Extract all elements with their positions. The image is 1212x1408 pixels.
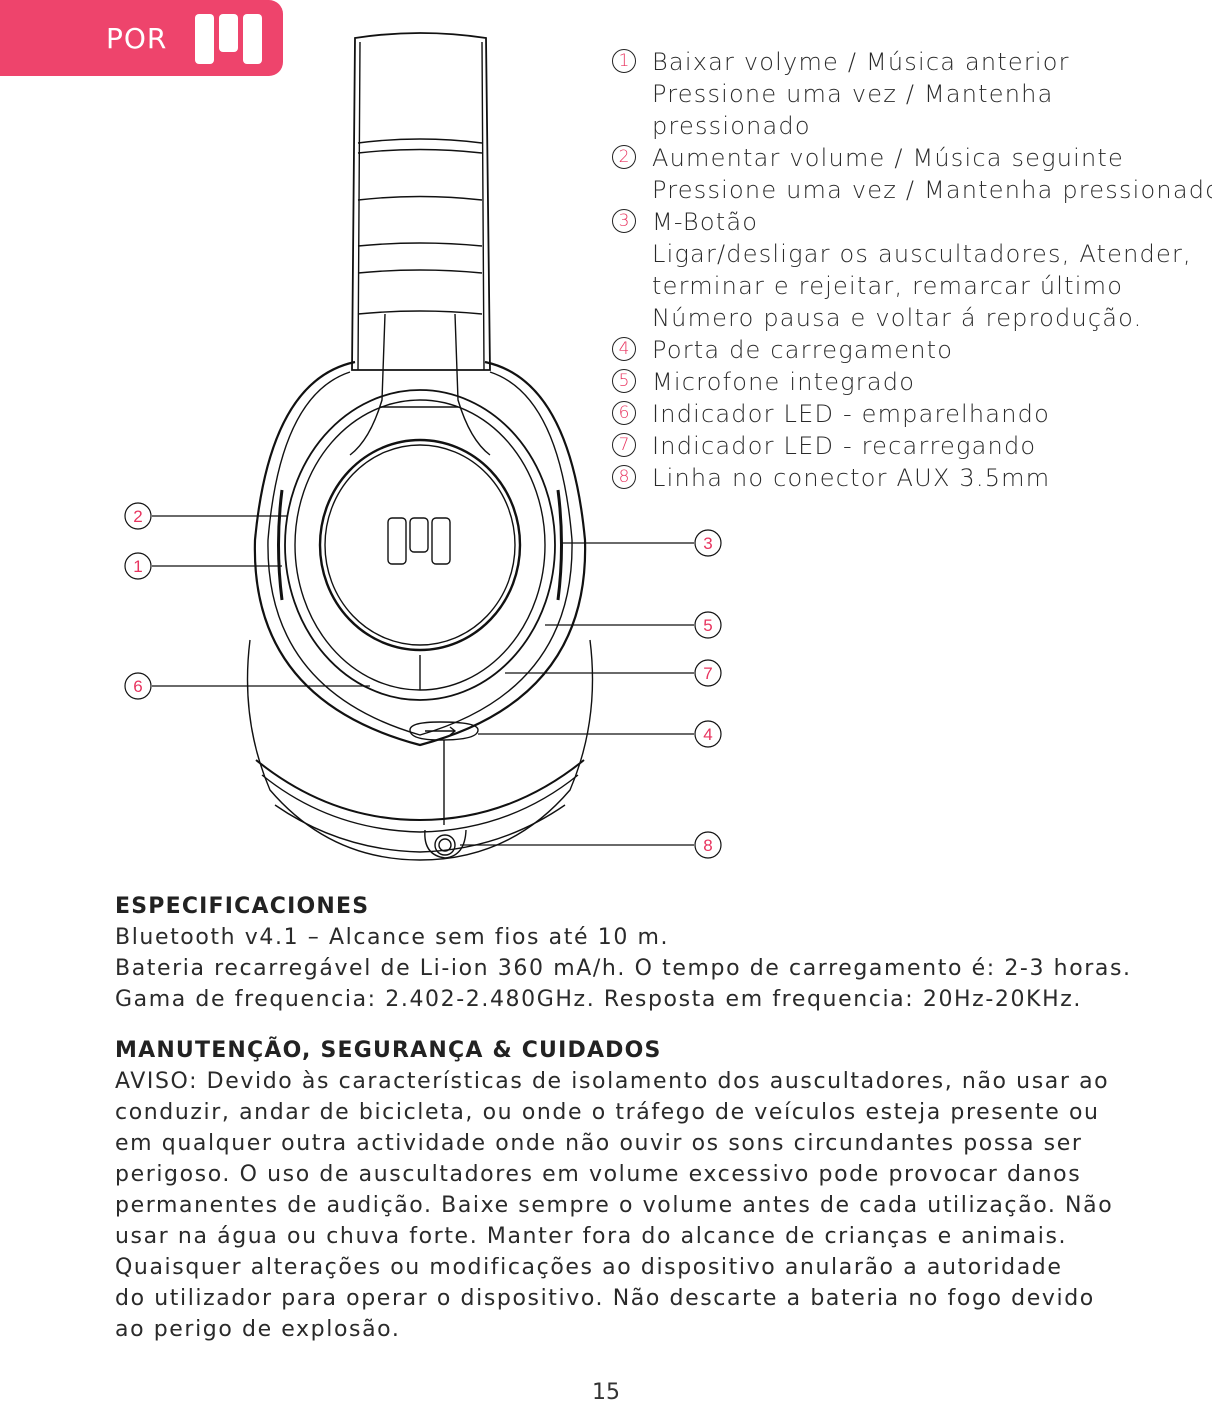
svg-text:5: 5: [703, 616, 712, 635]
spec-line: Gama de frequencia: 2.402-2.480GHz. Resp…: [115, 987, 1082, 1012]
svg-text:6: 6: [133, 677, 142, 696]
callout-2: 2: [124, 502, 152, 530]
spec-line: Bluetooth v4.1 – Alcance sem fios até 10…: [115, 925, 670, 950]
legend-item: 6 Indicador LED - emparelhando: [608, 398, 1212, 430]
callout-7: 7: [694, 659, 722, 687]
legend-number-badge: 6: [612, 401, 636, 425]
legend-item: 4 Porta de carregamento: [608, 334, 1212, 366]
legend-number-badge: 2: [612, 145, 636, 169]
legend-item: 5 Microfone integrado: [608, 366, 1212, 398]
care-line: em qualquer outra actividade onde não ou…: [115, 1131, 1083, 1156]
legend-item: 7 Indicador LED - recarregando: [608, 430, 1212, 462]
legend-number-badge: 8: [612, 465, 636, 489]
legend-number-badge: 5: [612, 369, 636, 393]
callout-3: 3: [694, 529, 722, 557]
legend-number-badge: 1: [612, 49, 636, 73]
svg-text:4: 4: [703, 725, 712, 744]
legend-text: Microfone integrado: [652, 368, 916, 396]
svg-text:1: 1: [133, 557, 142, 576]
care-line: usar na água ou chuva forte. Manter fora…: [115, 1224, 1068, 1249]
legend-text: Porta de carregamento: [652, 336, 954, 364]
callout-8: 8: [694, 831, 722, 859]
care-line: permanentes de audição. Baixe sempre o v…: [115, 1193, 1114, 1218]
callout-5: 5: [694, 611, 722, 639]
language-tab: POR: [0, 0, 283, 76]
specifications-section: ESPECIFICACIONES Bluetooth v4.1 – Alcanc…: [115, 892, 1205, 1015]
care-line: do utilizador para operar o dispositivo.…: [115, 1286, 1095, 1311]
svg-text:2: 2: [133, 507, 142, 526]
callout-4: 4: [694, 720, 722, 748]
legend-text: Aumentar volume / Música seguinte: [652, 144, 1125, 172]
legend-text: Número pausa e voltar á reprodução.: [652, 304, 1143, 332]
svg-text:3: 3: [703, 534, 712, 553]
care-line: conduzir, andar de bicicleta, ou onde o …: [115, 1100, 1100, 1125]
care-line: perigoso. O uso de auscultadores em volu…: [115, 1162, 1082, 1187]
svg-text:8: 8: [703, 836, 712, 855]
legend-text: M-Botão: [652, 208, 759, 236]
svg-text:7: 7: [703, 664, 712, 683]
legend-number-badge: 7: [612, 433, 636, 457]
legend-text: Indicador LED - recarregando: [652, 432, 1037, 460]
care-title: MANUTENÇÃO, SEGURANÇA & CUIDADOS: [115, 1038, 662, 1063]
legend-text: Pressione uma vez / Mantenha pressionado: [652, 176, 1212, 204]
care-section: MANUTENÇÃO, SEGURANÇA & CUIDADOS AVISO: …: [115, 1036, 1205, 1345]
legend-item: 8 Linha no conector AUX 3.5mm: [608, 462, 1212, 494]
specifications-title: ESPECIFICACIONES: [115, 894, 370, 919]
brand-logo-icon: [195, 14, 262, 64]
headphone-diagram: 2 1 6 3 5 7 4 8: [124, 32, 722, 861]
legend-text: Linha no conector AUX 3.5mm: [652, 464, 1051, 492]
legend-text: Indicador LED - emparelhando: [652, 400, 1050, 428]
legend-text: pressionado: [652, 112, 811, 140]
legend-text: terminar e rejeitar, remarcar último: [652, 272, 1124, 300]
callout-1: 1: [124, 552, 152, 580]
care-line: Quaisquer alterações ou modificações ao …: [115, 1255, 1063, 1280]
legend-number-badge: 3: [612, 209, 636, 233]
page-number: 15: [592, 1380, 620, 1405]
legend-text: Baixar volyme / Música anterior: [652, 48, 1070, 76]
care-line: ao perigo de explosão.: [115, 1317, 401, 1342]
care-line: AVISO: Devido às características de isol…: [115, 1069, 1110, 1094]
legend-text: Ligar/desligar os auscultadores, Atender…: [652, 240, 1192, 268]
language-label: POR: [106, 22, 168, 55]
legend-number-badge: 4: [612, 337, 636, 361]
callout-6: 6: [124, 672, 152, 700]
spec-line: Bateria recarregável de Li-ion 360 mA/h.…: [115, 956, 1132, 981]
legend-text: Pressione uma vez / Mantenha: [652, 80, 1054, 108]
